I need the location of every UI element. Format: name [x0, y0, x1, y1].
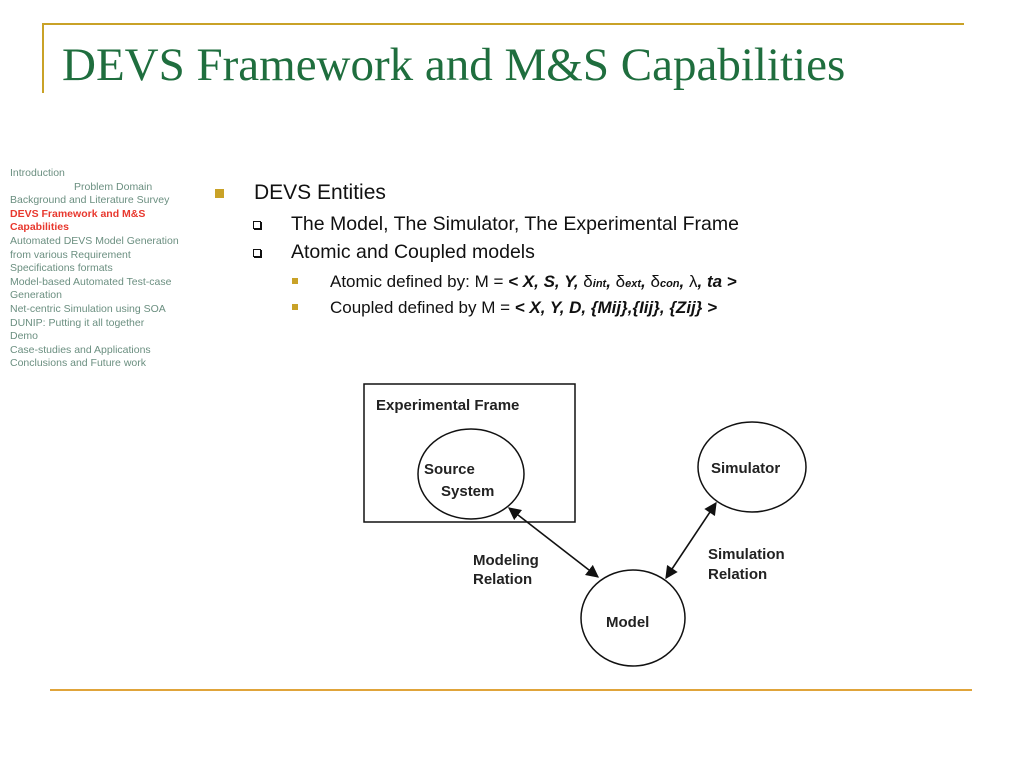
agenda-item[interactable]: Generation [10, 289, 62, 302]
bullet-square-icon [292, 278, 298, 284]
model-label: Model [606, 614, 649, 631]
frame-top-border [42, 23, 964, 25]
modeling-label: Modeling [473, 552, 539, 569]
agenda-item[interactable]: Specifications formats [10, 262, 113, 275]
agenda-item[interactable]: Background and Literature Survey [10, 194, 170, 207]
source-label: Source [424, 461, 475, 478]
bullet-square-icon [292, 304, 298, 310]
agenda-item-active[interactable]: DEVS Framework and M&S [10, 207, 146, 220]
agenda-item[interactable]: Case-studies and Applications [10, 343, 151, 356]
simulator-node [697, 421, 807, 513]
simulator-label: Simulator [711, 460, 780, 477]
agenda-item[interactable]: Conclusions and Future work [10, 357, 146, 370]
system-label: System [441, 483, 494, 500]
simulation-relation-arrow [665, 501, 717, 580]
modeling-relation-label: Relation [473, 571, 532, 588]
agenda-item-active[interactable]: Capabilities [10, 221, 69, 234]
agenda-item[interactable]: Net-centric Simulation using SOA [10, 302, 166, 315]
experimental-frame-box [363, 383, 576, 523]
modeling-relation-arrow [507, 507, 600, 578]
agenda-item[interactable]: Model-based Automated Test-case [10, 275, 172, 288]
agenda-item[interactable]: DUNIP: Putting it all together [10, 316, 145, 329]
agenda-item[interactable]: Automated DEVS Model Generation [10, 234, 179, 247]
bullet-hollow-square-icon [253, 249, 261, 257]
bullet-square-icon [215, 189, 224, 198]
bottom-divider [50, 689, 972, 691]
agenda-sidebar: Introduction Problem Domain Background a… [10, 167, 205, 371]
source-system-node [417, 428, 525, 520]
devs-entities-diagram: Experimental Frame Source System Simulat… [363, 383, 807, 667]
agenda-item[interactable]: Introduction [10, 167, 65, 179]
agenda-item[interactable]: from various Requirement [10, 248, 131, 261]
slide-title: DEVS Framework and M&S Capabilities [62, 39, 846, 91]
model-node [580, 569, 686, 667]
agenda-item[interactable]: Problem Domain [74, 180, 153, 193]
simulation-relation-label: Relation [708, 566, 767, 583]
frame-left-border [42, 23, 44, 93]
bullet-hollow-square-icon [253, 221, 261, 229]
agenda-item[interactable]: Demo [10, 330, 39, 343]
simulation-label: Simulation [708, 546, 785, 563]
experimental-frame-label: Experimental Frame [376, 397, 519, 414]
